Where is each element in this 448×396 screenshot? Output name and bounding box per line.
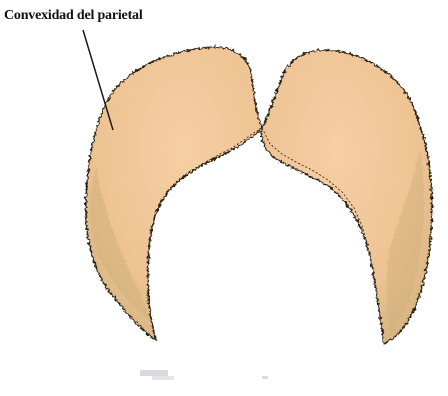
- leader-line: [83, 30, 113, 130]
- left-parietal-bone: [86, 47, 262, 340]
- right-parietal-bone: [261, 50, 432, 344]
- scan-smudge: [152, 376, 174, 380]
- scan-smudge: [140, 370, 168, 376]
- scan-smudge: [262, 376, 268, 379]
- annotation-label: Convexidad del parietal: [4, 8, 143, 24]
